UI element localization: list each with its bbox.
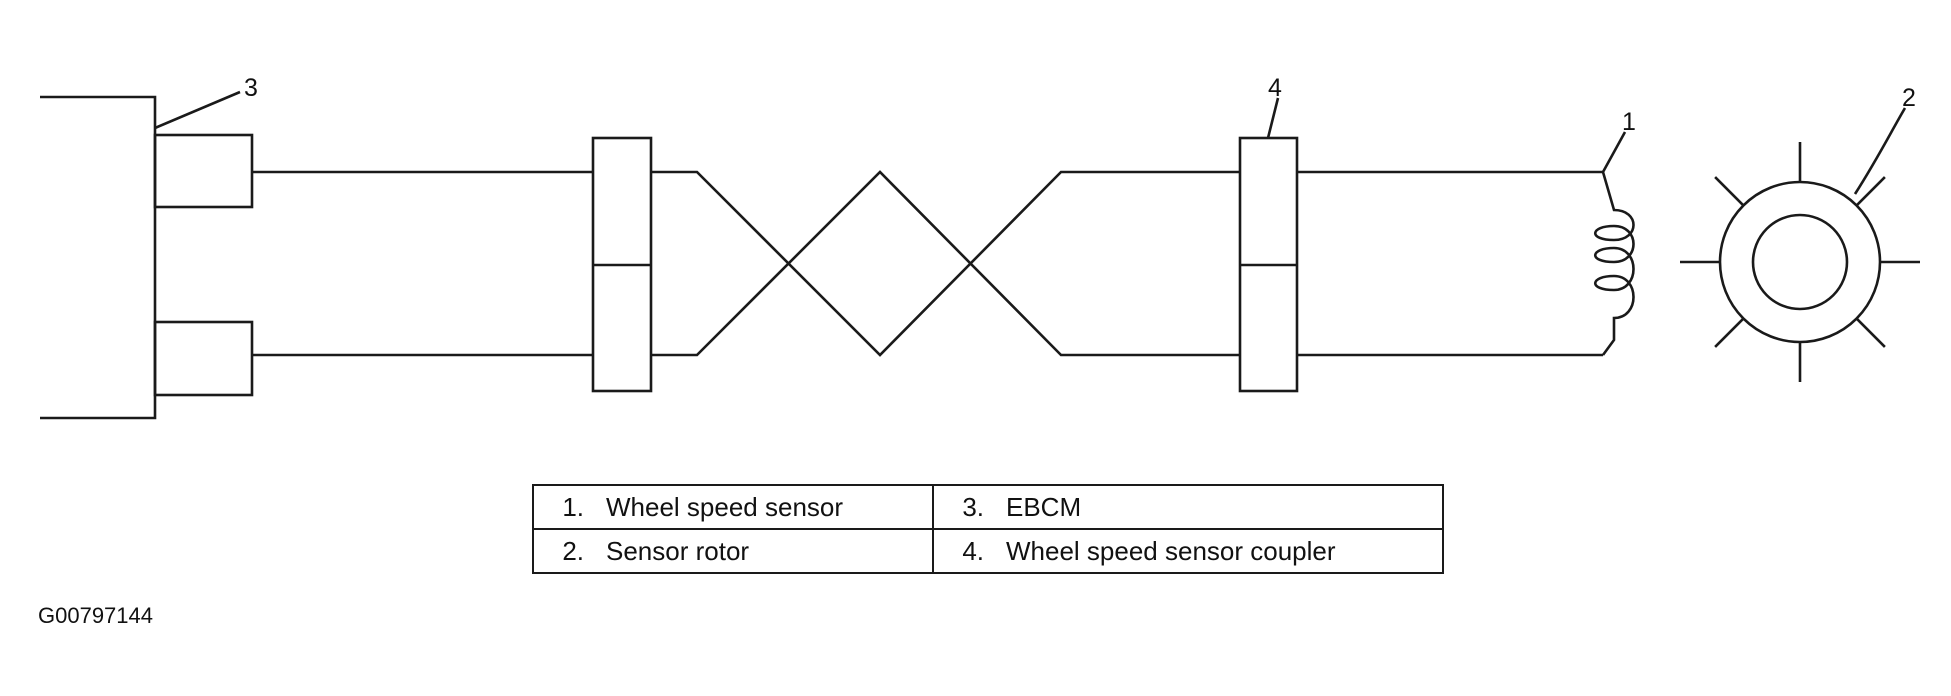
callout-2-number: 2 [1902, 84, 1916, 112]
legend-label: EBCM [1006, 491, 1082, 522]
rotor-tooth [1714, 176, 1745, 207]
legend-number: 4. [962, 535, 984, 566]
legend-number: 2. [562, 535, 584, 566]
twisted-wire-b [651, 170, 1240, 357]
wiring-diagram: 3 4 1 2 [40, 74, 1920, 420]
callout-3-number: 3 [244, 74, 258, 102]
callout-4-leader [1266, 97, 1280, 139]
ebcm-body [40, 95, 157, 420]
callout-4-number: 4 [1268, 74, 1282, 102]
legend-cell: 4. Wheel speed sensor coupler [932, 528, 1444, 574]
ebcm-terminal-lower [153, 320, 254, 397]
legend-cell: 1. Wheel speed sensor [532, 484, 934, 530]
legend-cell: 3. EBCM [932, 484, 1444, 530]
rotor-tooth [1855, 176, 1886, 207]
ebcm-terminal-upper [153, 133, 254, 209]
legend-label: Sensor rotor [606, 535, 750, 566]
legend-label: Wheel speed sensor coupler [1006, 535, 1336, 566]
legend-label: Wheel speed sensor [606, 491, 844, 522]
sensor-coil [1594, 171, 1635, 356]
legend-row: 1. Wheel speed sensor 3. EBCM [532, 484, 1444, 530]
sensor-rotor [1680, 142, 1920, 382]
legend-cell: 2. Sensor rotor [532, 528, 934, 574]
legend-table: 1. Wheel speed sensor 3. EBCM 2. Sensor rot… [532, 484, 1444, 574]
legend-row: 2. Sensor rotor 4. Wheel speed sensor coup… [532, 528, 1444, 574]
rotor-tooth [1714, 317, 1745, 348]
sensor-rotor-inner-ring [1751, 213, 1849, 311]
rotor-tooth [1855, 317, 1886, 348]
legend-number: 3. [962, 491, 984, 522]
callout-1-leader [1601, 131, 1627, 173]
callout-3-leader [154, 90, 241, 130]
sensor-rotor-outer-ring [1718, 180, 1882, 344]
figure-id: G00797144 [38, 603, 153, 628]
legend-number: 1. [562, 491, 584, 522]
callout-1-number: 1 [1622, 108, 1636, 136]
callout-2-leader [1853, 107, 1907, 195]
twisted-wire-a [651, 170, 1240, 357]
